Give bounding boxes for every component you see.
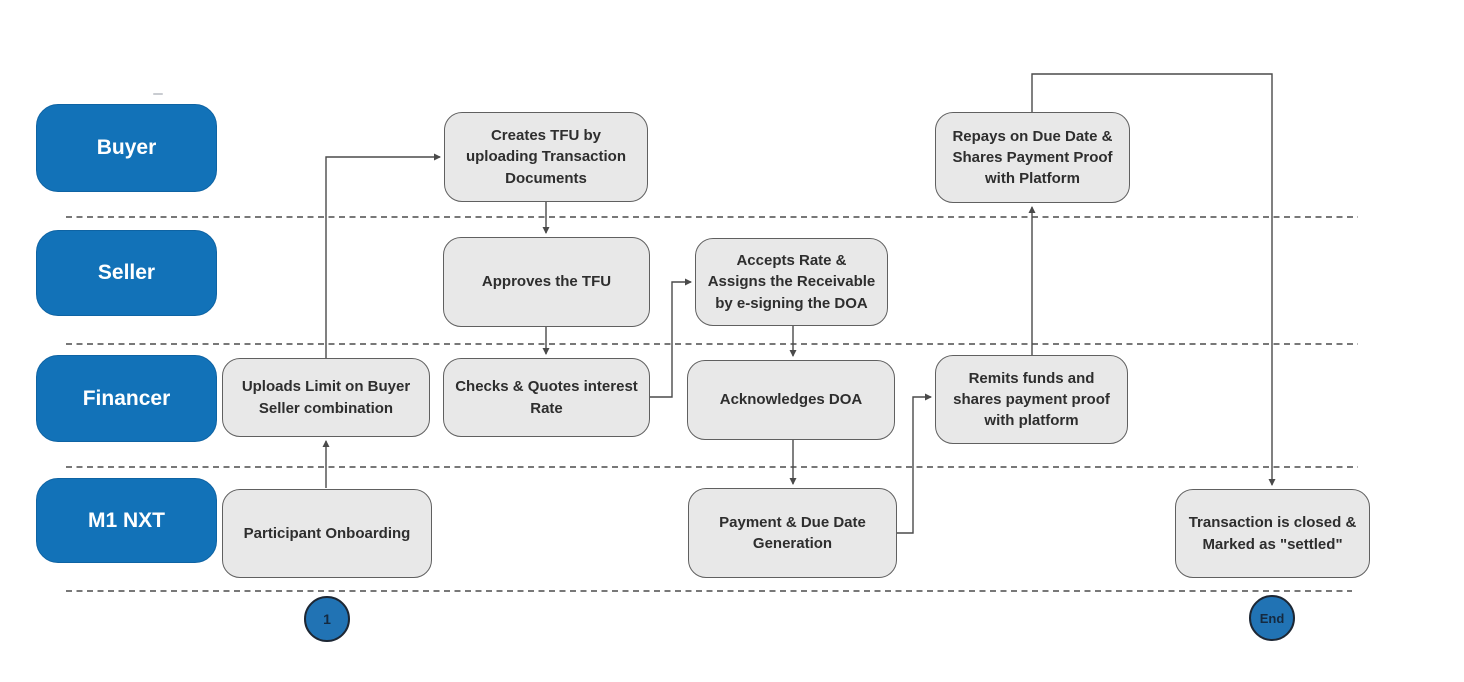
step-marker-1-label: 1 bbox=[323, 611, 331, 627]
node-transaction-closed-label: Transaction is closed & Marked as "settl… bbox=[1188, 514, 1357, 553]
node-transaction-closed: Transaction is closed & Marked as "settl… bbox=[1175, 489, 1370, 578]
lane-label-m1nxt: M1 NXT bbox=[36, 478, 217, 563]
edge-checks-to-accepts bbox=[650, 278, 692, 398]
node-payment-due-date: Payment & Due Date Generation bbox=[688, 488, 897, 578]
node-approves-tfu-label: Approves the TFU bbox=[481, 273, 612, 291]
lane-label-buyer-text: Buyer bbox=[96, 136, 157, 159]
lane-label-m1nxt-text: M1 NXT bbox=[87, 508, 165, 532]
node-repays-due-date: Repays on Due Date & Shares Payment Proo… bbox=[935, 112, 1130, 203]
node-remits-funds: Remits funds and shares payment proof wi… bbox=[935, 355, 1128, 444]
node-remits-funds-label: Remits funds and shares payment proof wi… bbox=[953, 369, 1110, 430]
node-payment-due-date-label: Payment & Due Date Generation bbox=[719, 513, 866, 552]
node-participant-onboarding-label: Participant Onboarding bbox=[243, 524, 411, 542]
node-creates-tfu: Creates TFU by uploading Transaction Doc… bbox=[444, 112, 648, 202]
lane-label-seller: Seller bbox=[36, 230, 217, 316]
lane-label-financer: Financer bbox=[36, 355, 217, 442]
node-acknowledges-doa: Acknowledges DOA bbox=[687, 360, 895, 440]
stray-mark bbox=[153, 93, 163, 95]
edge-payment-to-remits bbox=[897, 393, 932, 534]
node-checks-quotes-label: Checks & Quotes interest Rate bbox=[455, 378, 638, 417]
end-marker-label: End bbox=[1259, 610, 1285, 626]
node-uploads-limit-label: Uploads Limit on Buyer Seller combinatio… bbox=[241, 378, 411, 417]
step-marker-1: 1 bbox=[304, 596, 350, 642]
node-creates-tfu-label: Creates TFU by uploading Transaction Doc… bbox=[465, 127, 626, 187]
node-participant-onboarding: Participant Onboarding bbox=[222, 489, 432, 578]
lane-label-buyer: Buyer bbox=[36, 104, 217, 192]
lane-label-financer-text: Financer bbox=[82, 386, 171, 410]
end-marker: End bbox=[1249, 595, 1295, 641]
node-accepts-rate-label: Accepts Rate & Assigns the Receivable by… bbox=[707, 252, 876, 312]
lane-label-seller-text: Seller bbox=[97, 261, 156, 284]
node-approves-tfu: Approves the TFU bbox=[443, 237, 650, 327]
node-uploads-limit: Uploads Limit on Buyer Seller combinatio… bbox=[222, 358, 430, 437]
node-acknowledges-doa-label: Acknowledges DOA bbox=[719, 391, 863, 409]
node-repays-due-date-label: Repays on Due Date & Shares Payment Proo… bbox=[952, 127, 1113, 188]
edge-uploads-to-creates-tfu bbox=[325, 153, 441, 358]
node-accepts-rate: Accepts Rate & Assigns the Receivable by… bbox=[695, 238, 888, 326]
node-checks-quotes: Checks & Quotes interest Rate bbox=[443, 358, 650, 437]
